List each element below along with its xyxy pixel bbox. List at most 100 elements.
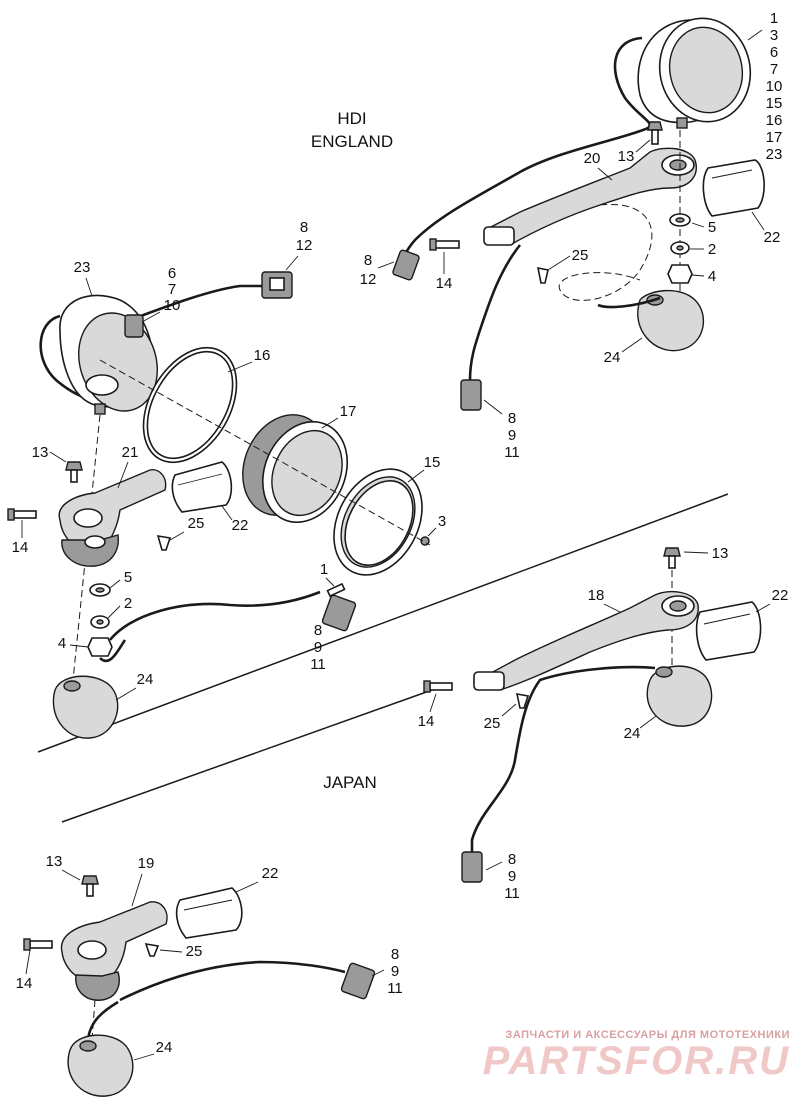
b-callout-19: 19 [138, 855, 155, 872]
main-callout-4: 4 [58, 635, 66, 652]
hdi-callout-6: 6 [770, 44, 778, 61]
hdi-nut-4 [667, 264, 693, 284]
jp-callout-18: 18 [588, 587, 605, 604]
main-trim-ring-15 [333, 468, 423, 576]
jp-callout-24: 24 [624, 725, 641, 742]
hdi-callout-4: 4 [708, 268, 716, 285]
hdi-washer-5 [669, 213, 691, 227]
watermark-logo: PARTSFOR.RU [482, 1039, 790, 1083]
hdi-callout-20: 20 [584, 150, 601, 167]
main-turn-signal-24 [52, 675, 119, 739]
watermark: ЗАПЧАСТИ И АКСЕССУАРЫ ДЛЯ МОТОТЕХНИКИ PA… [483, 1029, 790, 1081]
hdi-callout-7: 7 [770, 61, 778, 78]
hdi-callout-14: 14 [436, 275, 453, 292]
main-callout-8: 8 [300, 219, 308, 236]
main-callout-2: 2 [124, 595, 132, 612]
main-headlamp-bucket-23 [59, 294, 159, 415]
jp-turn-signal-24 [646, 665, 713, 727]
main-connector-a [261, 271, 293, 299]
main-callout-24: 24 [137, 671, 154, 688]
hdi-callout-16: 16 [766, 112, 783, 129]
hdi-pad-22 [702, 159, 765, 217]
jp-callout-22: 22 [772, 587, 789, 604]
main-nut-4 [87, 637, 113, 657]
jp-callout-11: 11 [504, 885, 520, 902]
main-callout-10: 10 [164, 297, 181, 314]
hdi-callout-8b: 8 [508, 410, 516, 427]
main-callout-21: 21 [122, 444, 139, 461]
hdi-callout-5: 5 [708, 219, 716, 236]
jp-screw-14 [423, 680, 453, 693]
b-screw-13 [81, 875, 99, 897]
hdi-headlamp [637, 17, 752, 129]
main-bracket-21 [58, 469, 167, 567]
hdi-screw-13 [647, 121, 663, 145]
b-bracket-19 [60, 901, 168, 1001]
b-callout-22: 22 [262, 865, 279, 882]
hdi-callout-1: 1 [770, 10, 778, 27]
hdi-turn-signal-24 [637, 289, 705, 352]
hdi-callout-13: 13 [618, 148, 635, 165]
main-connector-b [321, 594, 357, 632]
b-callout-13: 13 [46, 853, 63, 870]
jp-callout-13: 13 [712, 545, 729, 562]
main-callout-25: 25 [188, 515, 205, 532]
hdi-callout-9b: 9 [508, 427, 516, 444]
main-callout-17: 17 [340, 403, 357, 420]
jp-callout-9: 9 [508, 868, 516, 885]
main-callout-22: 22 [232, 517, 249, 534]
main-callout-1: 1 [320, 561, 328, 578]
b-callout-25: 25 [186, 943, 203, 960]
b-callout-9: 9 [391, 963, 399, 980]
main-pad-22 [171, 461, 233, 513]
hdi-callout-3: 3 [770, 27, 778, 44]
jp-connector [461, 851, 483, 883]
main-screw-13 [65, 461, 83, 483]
hdi-callout-24: 24 [604, 349, 621, 366]
main-callout-6: 6 [168, 265, 176, 282]
b-callout-24: 24 [156, 1039, 173, 1056]
divider-line-lower [61, 689, 433, 823]
hdi-callout-17: 17 [766, 129, 783, 146]
jp-pad-22 [695, 601, 762, 661]
hdi-callout-8a: 8 [364, 252, 372, 269]
main-callout-9b: 9 [314, 639, 322, 656]
japan-assembly [423, 547, 762, 883]
main-washer-2 [90, 615, 110, 629]
main-callout-16: 16 [254, 347, 271, 364]
b-callout-11: 11 [387, 980, 403, 997]
hdi-callout-23: 23 [766, 146, 783, 163]
main-assembly [7, 271, 431, 739]
main-callout-15: 15 [424, 454, 441, 471]
hdi-bracket-20 [483, 147, 697, 246]
b-screw-14 [23, 938, 53, 951]
hdi-callout-11b: 11 [504, 444, 520, 461]
jp-bracket-18 [473, 590, 699, 691]
jp-callout-8: 8 [508, 851, 516, 868]
hdi-connector-a [392, 249, 420, 281]
hdi-callout-22: 22 [764, 229, 781, 246]
hdi-connector-b [460, 379, 482, 411]
b-pad-22 [175, 887, 243, 939]
main-callout-8b: 8 [314, 622, 322, 639]
hdi-callout-25: 25 [572, 247, 589, 264]
region-label-hdi: HDI [337, 109, 366, 128]
jp-screw-25 [515, 692, 530, 709]
main-washer-5 [89, 583, 111, 597]
main-callout-11b: 11 [310, 656, 326, 673]
main-callout-5: 5 [124, 569, 132, 586]
main-callout-7: 7 [168, 281, 176, 298]
watermark-tagline: ЗАПЧАСТИ И АКСЕССУАРЫ ДЛЯ МОТОТЕХНИКИ [505, 1029, 790, 1041]
main-screw-25 [156, 535, 172, 551]
b-connector [340, 962, 376, 1000]
jp-screw-13 [663, 547, 681, 569]
jp-callout-14: 14 [418, 713, 435, 730]
divider-line-upper [37, 493, 729, 753]
hdi-washer-2 [670, 241, 690, 255]
hdi-screw-14 [429, 238, 460, 251]
region-label-japan: JAPAN [323, 773, 377, 792]
main-callout-13: 13 [32, 444, 49, 461]
b-callout-8: 8 [391, 946, 399, 963]
b-turn-signal-24 [67, 1034, 134, 1097]
